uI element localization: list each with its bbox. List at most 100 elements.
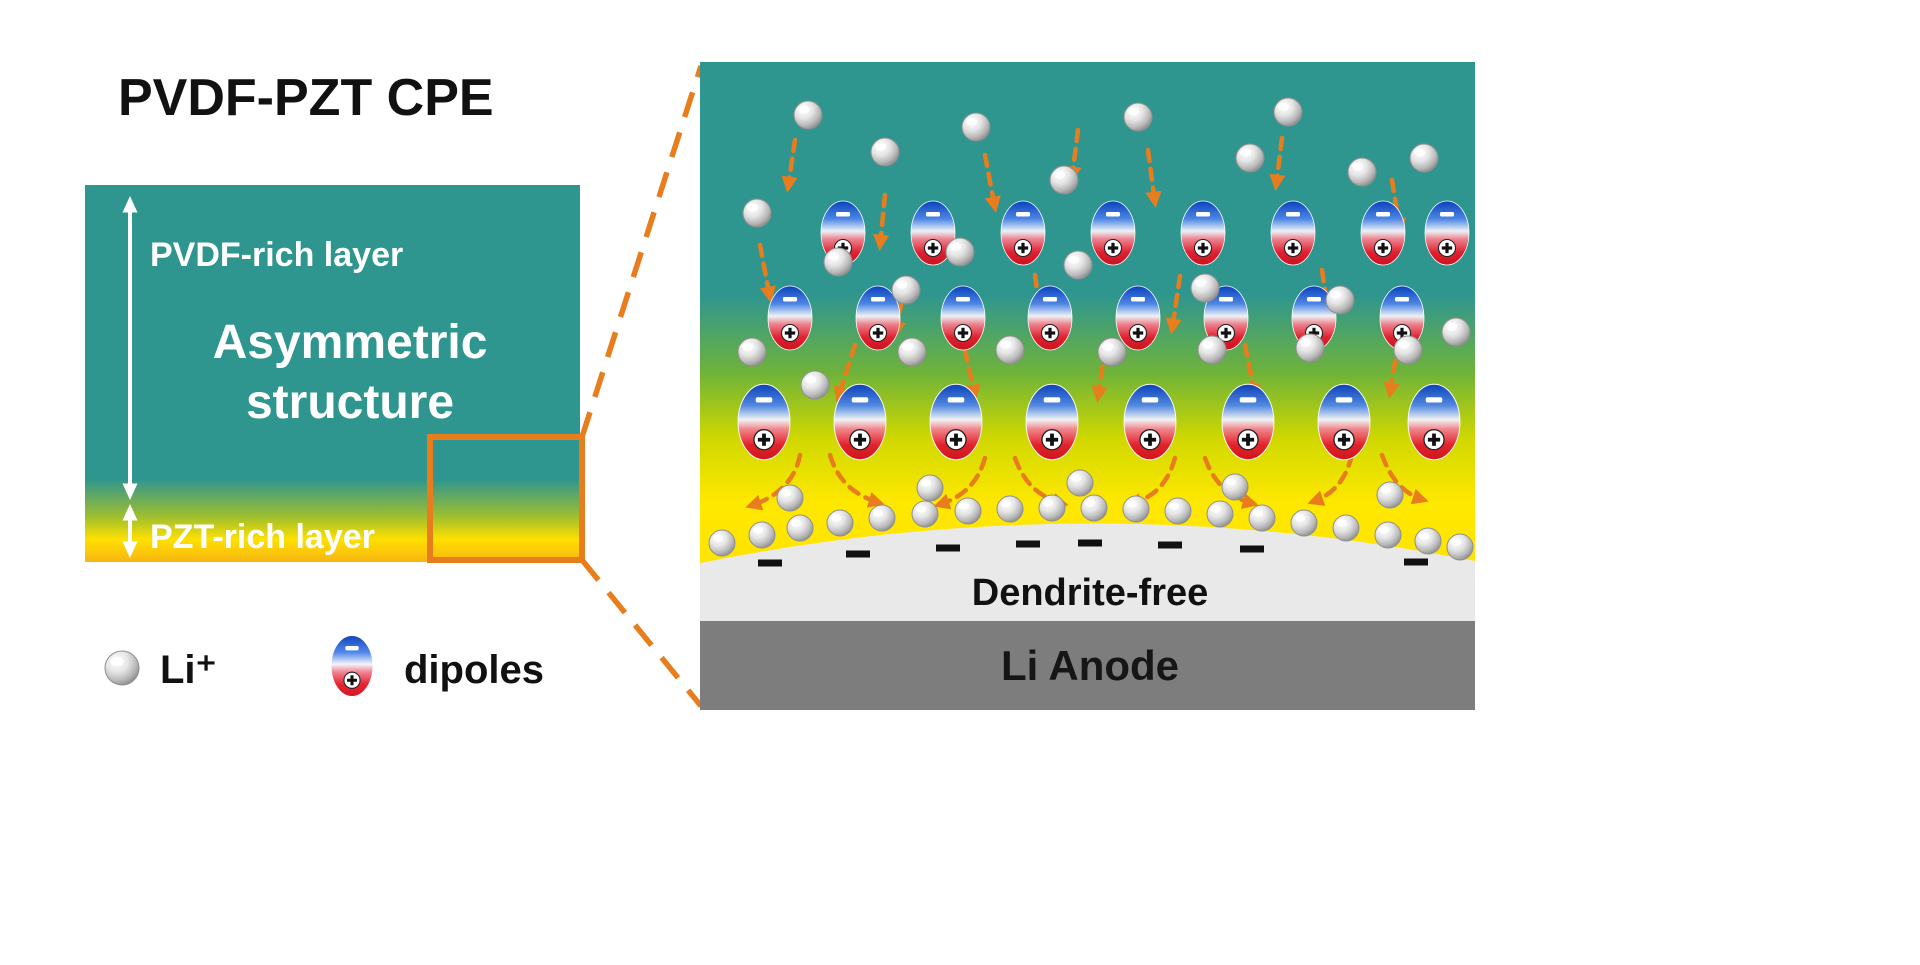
li-ion-sphere <box>748 521 776 549</box>
zoom-connector-top <box>579 65 704 438</box>
minus-pole-icon <box>1335 397 1353 403</box>
li-ion-sphere <box>1122 495 1150 523</box>
sphere-highlight <box>1378 526 1390 534</box>
sphere-highlight <box>1294 514 1306 522</box>
li-ion-sphere <box>826 509 854 537</box>
li-flux-arrow <box>827 452 885 508</box>
dipole <box>330 635 374 697</box>
li-ion-sphere <box>1332 514 1360 542</box>
plus-pole-icon <box>343 671 361 689</box>
li-ion-sphere <box>1347 157 1377 187</box>
minus-pole-icon <box>755 397 773 403</box>
dipole <box>1123 383 1177 461</box>
minus-pole-icon <box>1395 297 1409 302</box>
dipole <box>767 285 813 351</box>
minus-pole-icon <box>345 646 359 651</box>
plus-pole-icon <box>1437 238 1457 258</box>
sphere-highlight <box>790 519 802 527</box>
minus-pole-icon <box>1131 297 1145 302</box>
minus-pole-icon <box>926 212 940 217</box>
li-flux-arrow <box>873 192 890 251</box>
negative-charge-marks-layer <box>758 539 1428 567</box>
li-ion-sphere <box>1049 165 1079 195</box>
dipole <box>940 285 986 351</box>
li-ion-sphere <box>708 529 736 557</box>
plus-pole-icon <box>1423 429 1445 451</box>
li-ion-sphere <box>786 514 814 542</box>
li-ion-sphere <box>1235 143 1265 173</box>
li-ion-sphere <box>1273 97 1303 127</box>
legend-li-label: Li⁺ <box>160 648 217 692</box>
minus-pole-icon <box>1043 297 1057 302</box>
minus-pole-icon <box>956 297 970 302</box>
plus-pole-icon <box>923 238 943 258</box>
sphere-highlight <box>1336 519 1348 527</box>
li-ion-sphere <box>793 100 823 130</box>
li-ion-sphere <box>1123 102 1153 132</box>
negative-charge-mark <box>936 544 960 552</box>
li-ion-sphere <box>1164 497 1192 525</box>
legend <box>104 635 374 697</box>
li-ion-sphere <box>1197 335 1227 365</box>
plus-pole-icon <box>1237 429 1259 451</box>
li-flux-arrow <box>1379 452 1429 505</box>
plus-pole-icon <box>1193 238 1213 258</box>
negative-charge-mark <box>758 559 782 567</box>
zoom-region-outline <box>427 434 585 563</box>
sphere-highlight <box>1380 486 1392 494</box>
sphere-highlight <box>1128 107 1140 116</box>
plus-pole-icon <box>1103 238 1123 258</box>
plus-pole-icon <box>1041 429 1063 451</box>
sphere-highlight <box>1300 338 1312 347</box>
minus-pole-icon <box>1286 212 1300 217</box>
li-ion-sphere <box>742 198 772 228</box>
sphere-highlight <box>1446 322 1458 331</box>
dipoles-layer <box>737 200 1470 461</box>
plus-pole-icon <box>780 323 800 343</box>
li-ion-sphere <box>1290 509 1318 537</box>
dipole <box>1317 383 1371 461</box>
sphere-highlight <box>1054 170 1066 179</box>
sphere-highlight <box>747 203 759 212</box>
li-anode-block <box>700 621 1475 710</box>
sphere-highlight <box>828 252 840 261</box>
li-flux-arrow <box>1269 135 1286 191</box>
negative-charge-mark <box>846 550 870 558</box>
negative-charge-mark <box>1158 541 1182 549</box>
li-ion-sphere <box>911 500 939 528</box>
negative-charge-mark <box>1078 539 1102 547</box>
figure-title: PVDF-PZT CPE <box>118 69 494 127</box>
plus-pole-icon <box>1216 323 1236 343</box>
minus-pole-icon <box>1219 297 1233 302</box>
minus-pole-icon <box>1106 212 1120 217</box>
sphere-highlight <box>1068 255 1080 264</box>
li-ion-sphere <box>776 484 804 512</box>
li-ion-sphere <box>737 337 767 367</box>
plus-pole-icon <box>1013 238 1033 258</box>
minus-pole-icon <box>1196 212 1210 217</box>
negative-charge-mark <box>1404 558 1428 566</box>
li-ion-sphere <box>870 137 900 167</box>
sphere-highlight <box>1000 500 1012 508</box>
negative-charge-mark <box>1240 545 1264 553</box>
sphere-highlight <box>1084 499 1096 507</box>
asymmetric-label-line2: structure <box>246 376 454 429</box>
sphere-highlight <box>110 656 124 667</box>
minus-pole-icon <box>1239 397 1257 403</box>
minus-pole-icon <box>783 297 797 302</box>
dipole <box>1025 383 1079 461</box>
minus-pole-icon <box>1043 397 1061 403</box>
li-ion-sphere <box>961 112 991 142</box>
dipole <box>737 383 791 461</box>
li-flux-arrow <box>1307 452 1355 506</box>
minus-pole-icon <box>1440 212 1454 217</box>
sphere-highlight <box>966 117 978 126</box>
cpe-membrane-block <box>85 185 580 562</box>
sphere-highlight <box>1398 340 1410 349</box>
li-ion-sphere <box>954 497 982 525</box>
sphere-highlight <box>1240 148 1252 157</box>
li-flux-arrow <box>833 342 858 403</box>
sphere-highlight <box>1042 499 1054 507</box>
